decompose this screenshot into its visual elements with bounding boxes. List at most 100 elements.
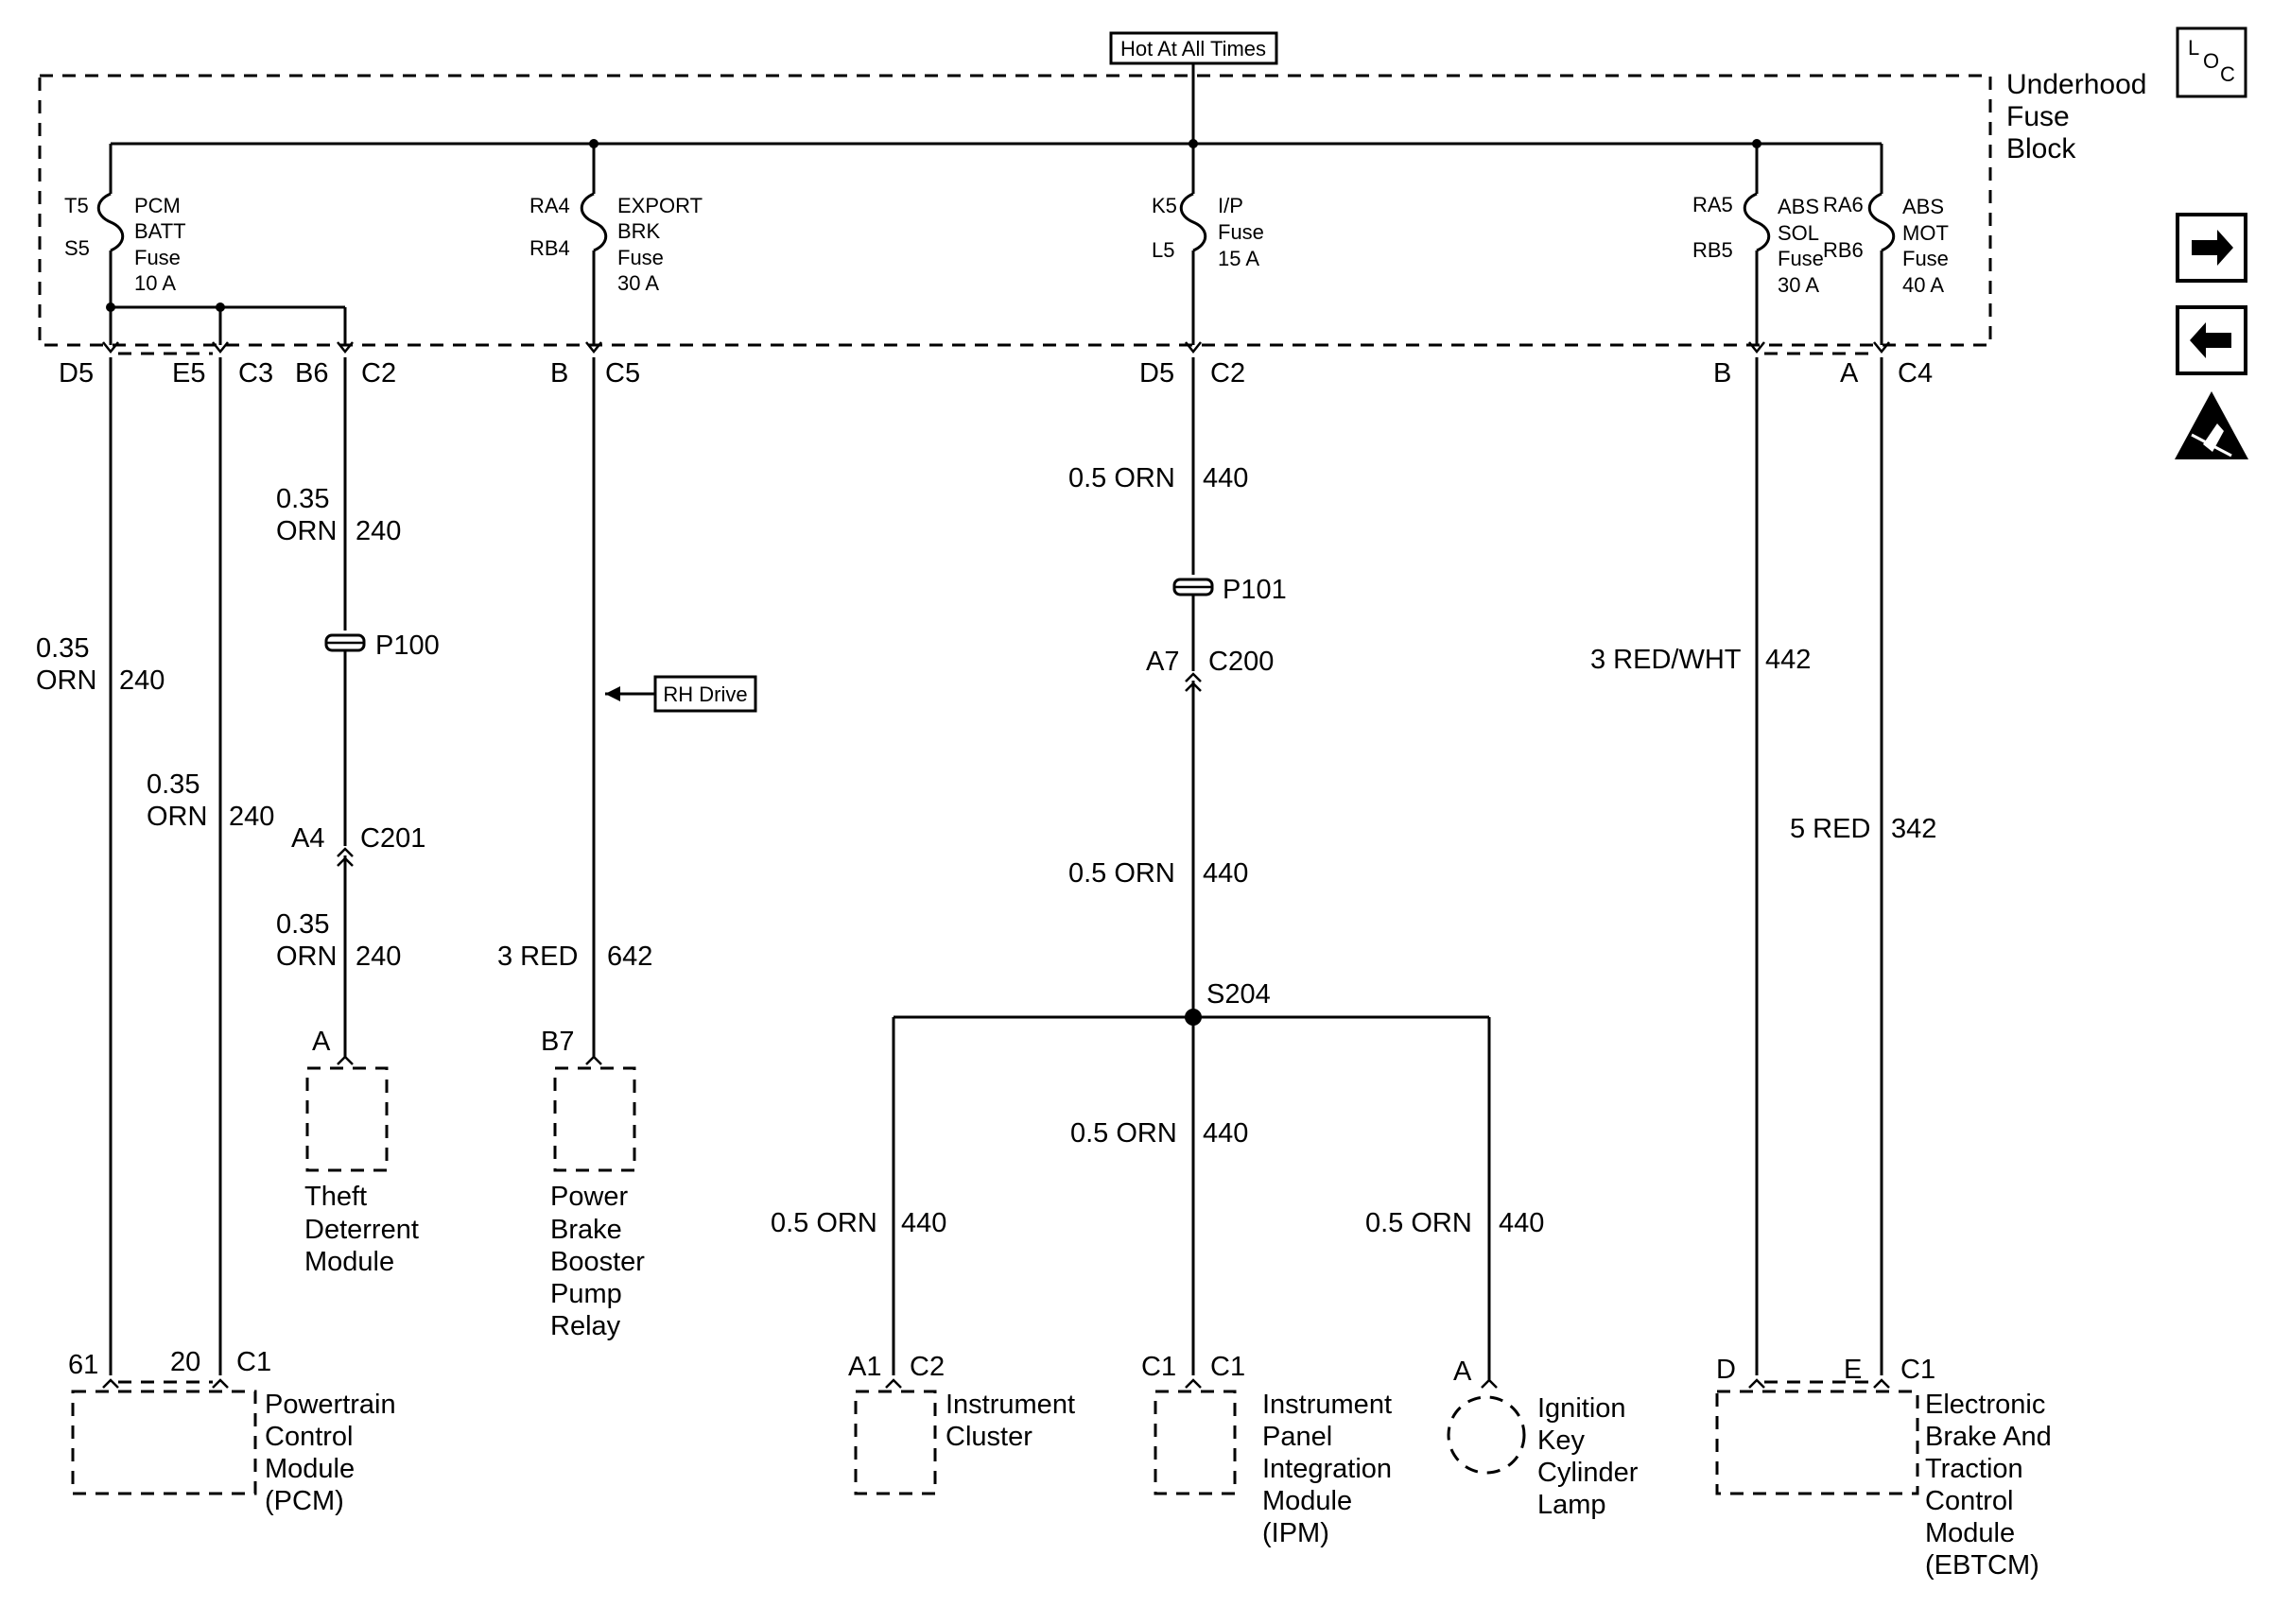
svg-text:C5: C5 [605,358,640,389]
svg-text:0.5 ORN: 0.5 ORN [1365,1208,1472,1238]
svg-text:C1: C1 [1210,1352,1245,1382]
svg-text:(IPM): (IPM) [1262,1518,1329,1548]
svg-text:C: C [2220,62,2235,86]
arrow-left-icon[interactable] [2176,305,2247,375]
svg-text:Module: Module [265,1454,355,1484]
svg-text:0.35: 0.35 [147,769,200,800]
svg-text:C200: C200 [1208,647,1274,677]
svg-text:5 RED: 5 RED [1790,814,1870,844]
svg-text:RH Drive: RH Drive [663,682,747,706]
rh-drive-label: RH Drive [605,675,757,713]
svg-text:S5: S5 [64,236,90,260]
svg-text:Control: Control [265,1422,354,1452]
svg-text:0.35: 0.35 [276,909,329,940]
svg-text:A4: A4 [291,823,324,854]
svg-text:L: L [2188,36,2199,60]
svg-text:E5: E5 [172,358,205,389]
svg-text:A7: A7 [1146,647,1179,677]
svg-text:ABS: ABS [1778,195,1819,218]
svg-text:C2: C2 [1210,358,1245,389]
svg-text:O: O [2203,49,2219,73]
esd-warning-icon[interactable] [2175,391,2248,459]
svg-text:15 A: 15 A [1218,247,1259,270]
svg-text:Deterrent: Deterrent [304,1215,419,1245]
svg-text:20: 20 [170,1347,200,1377]
svg-text:Hot At All Times: Hot At All Times [1120,37,1266,60]
svg-text:BATT: BATT [134,219,186,243]
svg-text:B6: B6 [295,358,328,389]
svg-text:Theft: Theft [304,1182,367,1212]
svg-text:RB6: RB6 [1823,238,1864,262]
svg-text:K5: K5 [1152,194,1177,217]
svg-text:T5: T5 [64,194,89,217]
svg-text:C1: C1 [1141,1352,1176,1382]
svg-text:Lamp: Lamp [1537,1490,1606,1520]
svg-text:240: 240 [356,516,401,546]
svg-text:ABS: ABS [1902,195,1944,218]
abs-sol-fuse: RA5 RB5 ABS SOL Fuse 30 A [1692,144,1824,345]
svg-text:Fuse: Fuse [134,246,181,269]
svg-text:P100: P100 [375,631,440,661]
svg-text:C2: C2 [361,358,396,389]
svg-text:Instrument: Instrument [1262,1390,1392,1420]
svg-text:RA6: RA6 [1823,193,1864,216]
svg-text:0.5 ORN: 0.5 ORN [1068,858,1175,889]
svg-text:E: E [1844,1355,1862,1385]
svg-text:0.5 ORN: 0.5 ORN [1068,463,1175,493]
svg-text:440: 440 [1203,1118,1248,1149]
svg-text:RA4: RA4 [529,194,570,217]
svg-text:Pump: Pump [550,1279,622,1309]
svg-text:ORN: ORN [276,942,337,972]
svg-text:Control: Control [1925,1486,2014,1516]
arrow-right-icon[interactable] [2176,213,2247,283]
svg-text:Fuse: Fuse [2006,101,2070,132]
ignition-key-cylinder-lamp: Ignition Key Cylinder Lamp [1447,1393,1639,1520]
svg-text:(PCM): (PCM) [265,1486,344,1516]
svg-text:440: 440 [1203,858,1248,889]
svg-text:61: 61 [68,1350,98,1380]
svg-text:A1: A1 [848,1352,881,1382]
svg-text:Cylinder: Cylinder [1537,1458,1639,1488]
svg-text:0.5 ORN: 0.5 ORN [771,1208,877,1238]
svg-text:0.35: 0.35 [36,633,89,664]
svg-text:Module: Module [1262,1486,1352,1516]
svg-text:C3: C3 [238,358,273,389]
loc-icon[interactable]: L O C [2176,26,2247,98]
svg-text:D5: D5 [59,358,94,389]
instrument-panel-integration-module: Instrument Panel Integration Module (IPM… [1154,1390,1392,1548]
svg-text:40 A: 40 A [1902,273,1944,297]
svg-text:Module: Module [1925,1518,2015,1548]
svg-text:A: A [1840,358,1859,389]
svg-text:Traction: Traction [1925,1454,2023,1484]
svg-text:C4: C4 [1898,358,1933,389]
theft-deterrent-module: Theft Deterrent Module [304,1066,419,1277]
svg-text:PCM: PCM [134,194,181,217]
svg-text:C2: C2 [910,1352,945,1382]
svg-text:B7: B7 [541,1027,574,1057]
svg-text:240: 240 [119,665,165,696]
svg-text:D5: D5 [1139,358,1174,389]
svg-text:Integration: Integration [1262,1454,1392,1484]
power-brake-booster-pump-relay: Power Brake Booster Pump Relay [550,1066,645,1341]
svg-text:Ignition: Ignition [1537,1393,1626,1424]
abs-mot-fuse: RA6 RB6 ABS MOT Fuse 40 A [1823,144,1949,345]
svg-text:240: 240 [229,802,274,832]
svg-text:MOT: MOT [1902,221,1949,245]
svg-text:ORN: ORN [147,802,207,832]
svg-text:Block: Block [2006,133,2076,164]
svg-text:440: 440 [901,1208,946,1238]
svg-text:ORN: ORN [36,665,96,696]
svg-text:C1: C1 [236,1347,271,1377]
svg-text:Fuse: Fuse [617,246,664,269]
export-brk-fuse: RA4 RB4 EXPORT BRK Fuse 30 A [529,144,703,345]
svg-text:0.35: 0.35 [276,484,329,514]
svg-text:Booster: Booster [550,1247,645,1277]
svg-text:P101: P101 [1223,575,1287,605]
svg-text:3 RED: 3 RED [497,942,578,972]
svg-text:I/P: I/P [1218,194,1243,217]
svg-text:30 A: 30 A [1778,273,1819,297]
svg-text:A: A [312,1027,331,1057]
svg-text:Cluster: Cluster [946,1422,1032,1452]
svg-text:Fuse: Fuse [1902,247,1949,270]
